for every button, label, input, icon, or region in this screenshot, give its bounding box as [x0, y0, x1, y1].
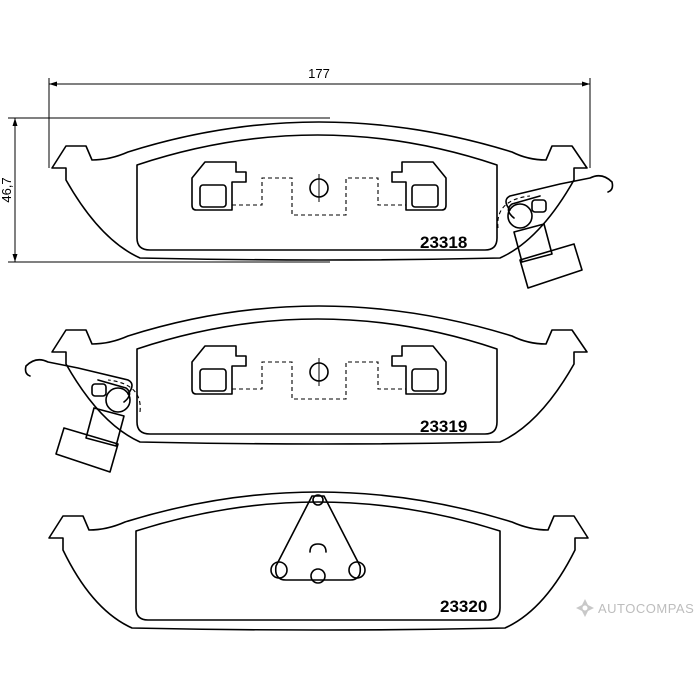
part-number-label: 23319	[420, 417, 467, 436]
height-dimension-label: 46,7	[0, 177, 14, 202]
pad-backing-plate	[48, 491, 589, 631]
pad-friction-lining	[136, 134, 498, 251]
brake-pad-23318: 23318	[51, 121, 614, 289]
pad-friction-lining	[136, 318, 498, 435]
part-number-label: 23318	[420, 233, 467, 252]
width-dimension: 177	[48, 66, 591, 168]
wear-sensor-right	[497, 174, 614, 289]
pad-shim-detail	[270, 494, 366, 584]
wear-sensor-left	[24, 358, 141, 473]
autocompas-star-logo-icon	[576, 599, 594, 617]
watermark-text: AUTOCOMPAS	[598, 601, 694, 616]
brake-pad-23320: 23320	[48, 491, 589, 631]
pad-clip-detail	[191, 345, 447, 400]
pad-backing-plate	[51, 305, 588, 445]
pad-backing-plate	[51, 121, 588, 261]
width-dimension-label: 177	[308, 66, 330, 81]
pad-clip-detail	[191, 161, 447, 216]
part-number-label: 23320	[440, 597, 487, 616]
brake-pad-23319: 23319	[24, 305, 588, 473]
height-dimension: 46,7	[0, 117, 330, 263]
watermark: AUTOCOMPAS	[576, 599, 694, 617]
pad-friction-lining	[135, 501, 501, 621]
